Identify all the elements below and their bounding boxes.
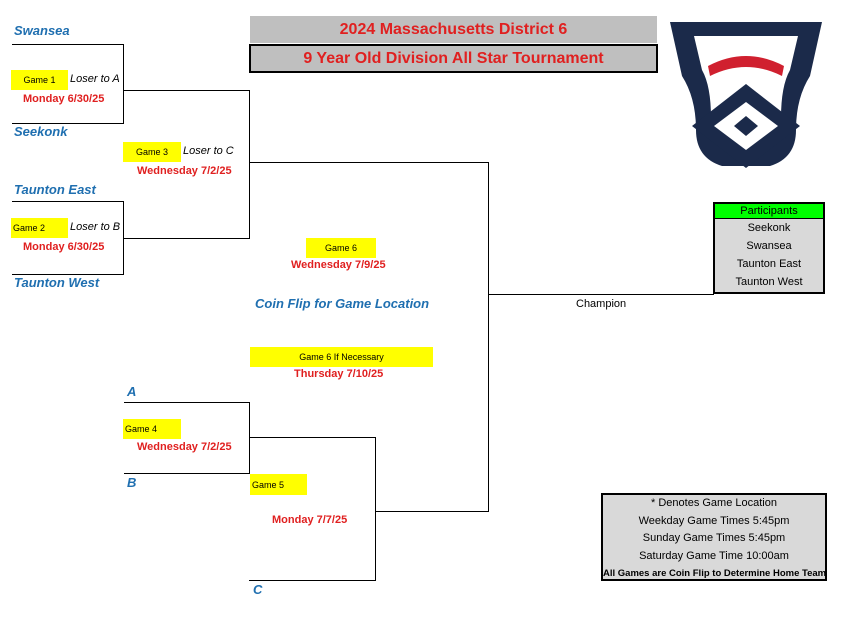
- bracket-line-taunton-west: [12, 274, 124, 275]
- team-taunton-east: Taunton East: [14, 182, 96, 197]
- team-seekonk: Seekonk: [14, 124, 68, 139]
- placeholder-a: A: [127, 384, 137, 399]
- placeholder-b: B: [127, 475, 137, 490]
- bracket-line-game1-winner: [123, 90, 250, 91]
- legend-home-team-note: All Games are Coin Flip to Determine Hom…: [603, 568, 827, 579]
- little-league-logo-icon: [670, 22, 822, 168]
- game3-label: Game 3: [123, 142, 181, 162]
- participant-item: Taunton West: [735, 276, 803, 288]
- bracket-line-a: [124, 402, 250, 403]
- bracket-line-game3-vertical: [249, 90, 250, 239]
- participants-header: Participants: [715, 204, 823, 219]
- participants-box: Participants Seekonk Swansea Taunton Eas…: [713, 202, 825, 294]
- placeholder-c: C: [253, 582, 263, 597]
- team-taunton-west: Taunton West: [14, 275, 100, 290]
- game1-label: Game 1: [11, 70, 68, 90]
- game6-if-necessary-label: Game 6 If Necessary: [250, 347, 433, 367]
- game3-loser: Loser to C: [183, 145, 234, 157]
- bracket-line-game4-vertical: [249, 402, 250, 474]
- legend-line: Weekday Game Times 5:45pm: [638, 514, 790, 527]
- tournament-subtitle: 9 Year Old Division All Star Tournament: [249, 44, 658, 73]
- game1-date: Monday 6/30/25: [23, 93, 105, 105]
- bracket-line-game5-winner: [375, 511, 489, 512]
- game2-loser: Loser to B: [70, 221, 121, 233]
- bracket-line-champion: [488, 294, 714, 295]
- game2-date: Monday 6/30/25: [23, 241, 105, 253]
- bracket-line-game1-vertical: [123, 44, 124, 124]
- game6-if-necessary-date: Thursday 7/10/25: [294, 368, 384, 380]
- game1-loser: Loser to A: [70, 73, 120, 85]
- bracket-line-b: [124, 473, 250, 474]
- legend-line: Saturday Game Time 10:00am: [639, 549, 789, 562]
- participant-item: Swansea: [746, 240, 792, 252]
- game3-date: Wednesday 7/2/25: [137, 165, 232, 177]
- bracket-line-game6-vertical: [488, 162, 489, 512]
- bracket-line-game5-vertical: [375, 437, 376, 581]
- tournament-title: 2024 Massachusetts District 6: [250, 16, 657, 43]
- participant-item: Seekonk: [747, 222, 791, 234]
- game2-label: Game 2: [11, 218, 68, 238]
- game6-date: Wednesday 7/9/25: [291, 259, 386, 271]
- legend-line: * Denotes Game Location: [651, 497, 777, 509]
- bracket-line-game2-winner: [123, 238, 250, 239]
- bracket-line-c: [249, 580, 376, 581]
- game5-date: Monday 7/7/25: [272, 514, 348, 526]
- bracket-line-taunton-east: [12, 201, 124, 202]
- legend-line: Sunday Game Times 5:45pm: [642, 532, 786, 544]
- game5-label: Game 5: [250, 474, 307, 495]
- bracket-line-swansea: [12, 44, 124, 45]
- bracket-line-seekonk: [12, 123, 124, 124]
- participant-item: Taunton East: [736, 258, 802, 270]
- legend-box: * Denotes Game Location Weekday Game Tim…: [601, 493, 827, 581]
- bracket-line-game4-winner: [249, 437, 376, 438]
- champion-label: Champion: [576, 298, 627, 310]
- game4-label: Game 4: [123, 419, 181, 439]
- team-swansea: Swansea: [14, 23, 70, 38]
- game6-label: Game 6: [306, 238, 376, 258]
- bracket-line-game3-winner: [249, 162, 489, 163]
- game4-date: Wednesday 7/2/25: [137, 441, 232, 453]
- coin-flip-note: Coin Flip for Game Location: [255, 296, 430, 311]
